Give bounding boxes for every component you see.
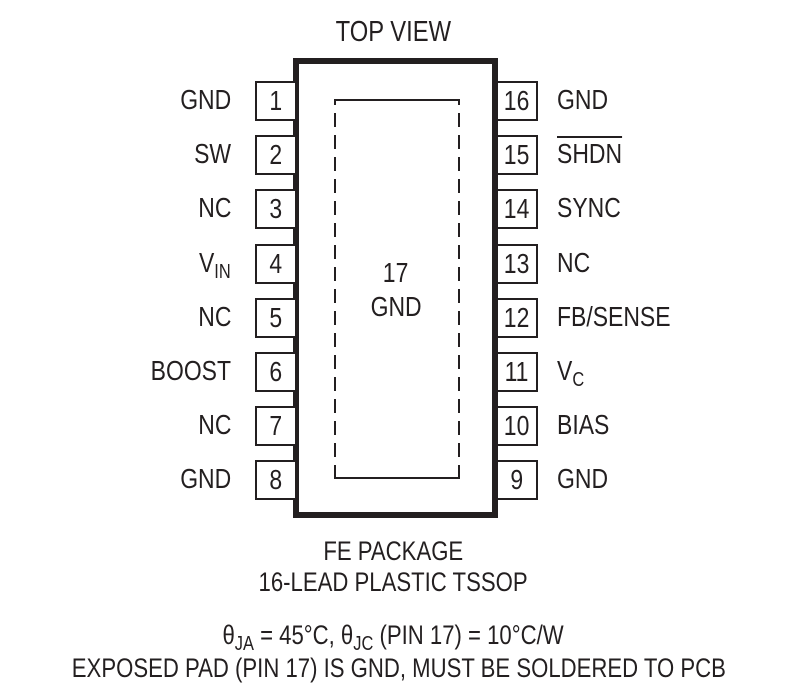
pin-4-box: 4: [255, 243, 295, 284]
pin-1-label: GND: [179, 84, 231, 115]
pin-14-label: SYNC: [557, 192, 621, 224]
exposed-pad-number: 17: [383, 257, 409, 288]
pin-15-box: 15: [498, 135, 538, 176]
pin-3-label: NC: [197, 192, 231, 224]
pin-11-box: 11: [498, 352, 538, 392]
pin-1-box: 1: [255, 81, 295, 121]
pin-3-box: 3: [255, 189, 295, 230]
thermal-resistance: θJA = 45°C, θJC (PIN 17) = 10°C/W: [222, 620, 565, 655]
package-name: FE PACKAGE: [323, 536, 464, 566]
pin-10-box: 10: [498, 406, 538, 447]
pin-13-label: NC: [557, 246, 591, 278]
pin-16-box: 16: [498, 81, 538, 121]
pin-12-box: 12: [498, 297, 538, 338]
exposed-pad-outline: [334, 99, 460, 479]
pin-14-box: 14: [498, 189, 538, 230]
pin-7-box: 7: [255, 406, 295, 447]
pin-10-label: BIAS: [557, 409, 610, 441]
pin-5-label: NC: [197, 300, 231, 332]
pin-8-label: GND: [179, 463, 231, 495]
pin-4-label: VIN: [199, 246, 231, 283]
exposed-pad-name: GND: [370, 291, 422, 322]
pin-12-label: FB/SENSE: [557, 300, 671, 332]
pin-2-label: SW: [194, 138, 231, 170]
pin-7-label: NC: [197, 409, 231, 441]
pin-5-box: 5: [255, 297, 295, 338]
diagram-title: TOP VIEW: [335, 16, 452, 48]
pin-6-box: 6: [255, 352, 295, 392]
pin-8-box: 8: [255, 460, 295, 501]
pin-16-label: GND: [557, 84, 609, 115]
exposed-pad-note: EXPOSED PAD (PIN 17) IS GND, MUST BE SOL…: [71, 653, 726, 683]
pin-9-label: GND: [557, 463, 609, 495]
pin-11-label: VC: [557, 355, 585, 391]
pin-15-label: SHDN: [557, 138, 623, 170]
pin-6-label: BOOST: [150, 355, 231, 386]
pin-9-box: 9: [498, 460, 538, 501]
pin-13-box: 13: [498, 243, 538, 284]
pin-2-box: 2: [255, 135, 295, 176]
package-description: 16-LEAD PLASTIC TSSOP: [258, 567, 529, 597]
